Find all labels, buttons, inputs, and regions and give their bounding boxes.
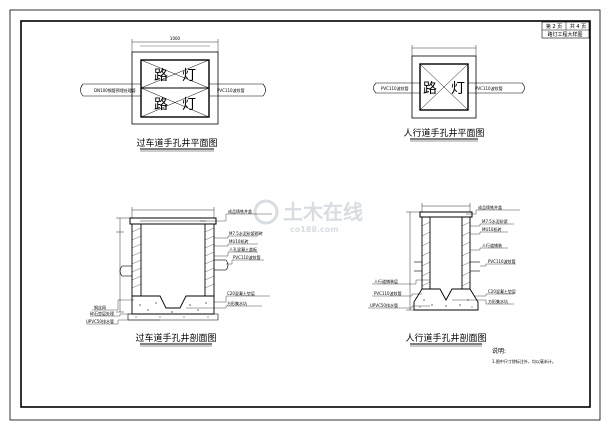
sidewalk-section-note-l2: UPVC50排水管 bbox=[370, 302, 398, 308]
watermark: 土木在线 co188.com bbox=[253, 199, 363, 234]
inner-frame bbox=[20, 20, 591, 408]
sidewalk-section-note-r4: PVC110波纹管 bbox=[488, 258, 516, 264]
sidewalk-section-note-r5: C20混凝土垫层 bbox=[488, 288, 516, 294]
sidewalk-plan-label: 路 灯 bbox=[423, 81, 465, 97]
sidewalk-section-note-l1: PVC110波纹管 bbox=[374, 290, 402, 296]
vehicle-plan-right-pipe-note: PVC110波纹管 bbox=[217, 87, 245, 93]
vehicle-plan-label-lower: 路 灯 bbox=[154, 97, 196, 113]
vehicle-section-note-r4: PVC110波纹管 bbox=[233, 254, 261, 260]
vehicle-section-note-r5: C20混凝土垫层 bbox=[227, 290, 255, 296]
notes-block: 说明: 1.图中尺寸除标注外，均以毫米计。 bbox=[492, 347, 556, 364]
watermark-logo-icon bbox=[253, 199, 279, 225]
vehicle-section-note-l1: 碎石垫层处理 bbox=[90, 310, 114, 316]
vehicle-plan-title: 过车道手孔井平面图 bbox=[136, 137, 217, 149]
vehicle-plan-label-upper: 路 灯 bbox=[154, 68, 196, 84]
vehicle-section-note-r1: M7.5水泥砂浆砌砖 bbox=[229, 230, 263, 236]
sidewalk-section-note-l0: 人行道铺装层 bbox=[374, 278, 398, 284]
vehicle-section-title: 过车道手孔井剖面图 bbox=[135, 332, 216, 344]
vehicle-section-note-r3: 人孔混凝土盖板 bbox=[229, 246, 257, 252]
page-total: 共 4 页 bbox=[570, 23, 586, 30]
outer-border bbox=[9, 9, 601, 421]
vehicle-section-note-r0: 成品铸铁井盖 bbox=[228, 208, 252, 214]
vehicle-section-note-l2: UPVC50排水管 bbox=[86, 318, 114, 324]
vehicle-plan-view: 1000 路 灯 路 灯 DN100钢管预埋处理管 PVC110波纹管 过车道手… bbox=[80, 36, 266, 152]
notes-heading: 说明: bbox=[492, 347, 506, 355]
sidewalk-section-view: 成品铸铁井盖 M7.5水泥砂浆 MU10机砖 人行道铺装 PVC110波纹管 C… bbox=[368, 203, 520, 347]
vehicle-section-note-r2: MU10机砖 bbox=[229, 238, 248, 244]
vehicle-section-note-l0: 钢丝网 bbox=[94, 304, 106, 310]
watermark-main: 土木在线 bbox=[283, 200, 363, 224]
sidewalk-plan-view: 路 灯 PVC110波纹管 PVC110波纹管 人行道手孔井平面图 bbox=[373, 45, 525, 142]
sidewalk-section-note-r2: MU10机砖 bbox=[482, 226, 501, 232]
title-block: 第 2 页 共 4 页 路灯工程大样图 bbox=[541, 21, 590, 39]
drawing-name: 路灯工程大样图 bbox=[547, 31, 582, 38]
sidewalk-section-note-r6: 方形集水坑 bbox=[488, 298, 508, 304]
vehicle-section-note-r6: 方形集水坑 bbox=[227, 300, 247, 306]
sidewalk-section-note-r3: 人行道铺装 bbox=[482, 242, 502, 248]
sidewalk-section-note-r0: 成品铸铁井盖 bbox=[478, 204, 502, 210]
sidewalk-plan-right-pipe-note: PVC110波纹管 bbox=[475, 85, 503, 91]
watermark-sub: co188.com bbox=[290, 225, 339, 234]
sidewalk-plan-title: 人行道手孔井平面图 bbox=[403, 127, 484, 139]
sidewalk-plan-left-pipe-note: PVC110波纹管 bbox=[381, 85, 409, 91]
vehicle-plan-dimension: 1000 bbox=[170, 36, 181, 41]
notes-item-1: 1.图中尺寸除标注外，均以毫米计。 bbox=[492, 358, 556, 364]
vehicle-section-view: 成品铸铁井盖 M7.5水泥砂浆砌砖 MU10机砖 人孔混凝土盖板 PVC110波… bbox=[86, 207, 272, 347]
sidewalk-section-title: 人行道手孔井剖面图 bbox=[405, 332, 486, 344]
vehicle-plan-left-pipe-note: DN100钢管预埋处理管 bbox=[94, 87, 136, 93]
page-number: 第 2 页 bbox=[546, 23, 562, 30]
sidewalk-section-note-r1: M7.5水泥砂浆 bbox=[482, 218, 508, 224]
